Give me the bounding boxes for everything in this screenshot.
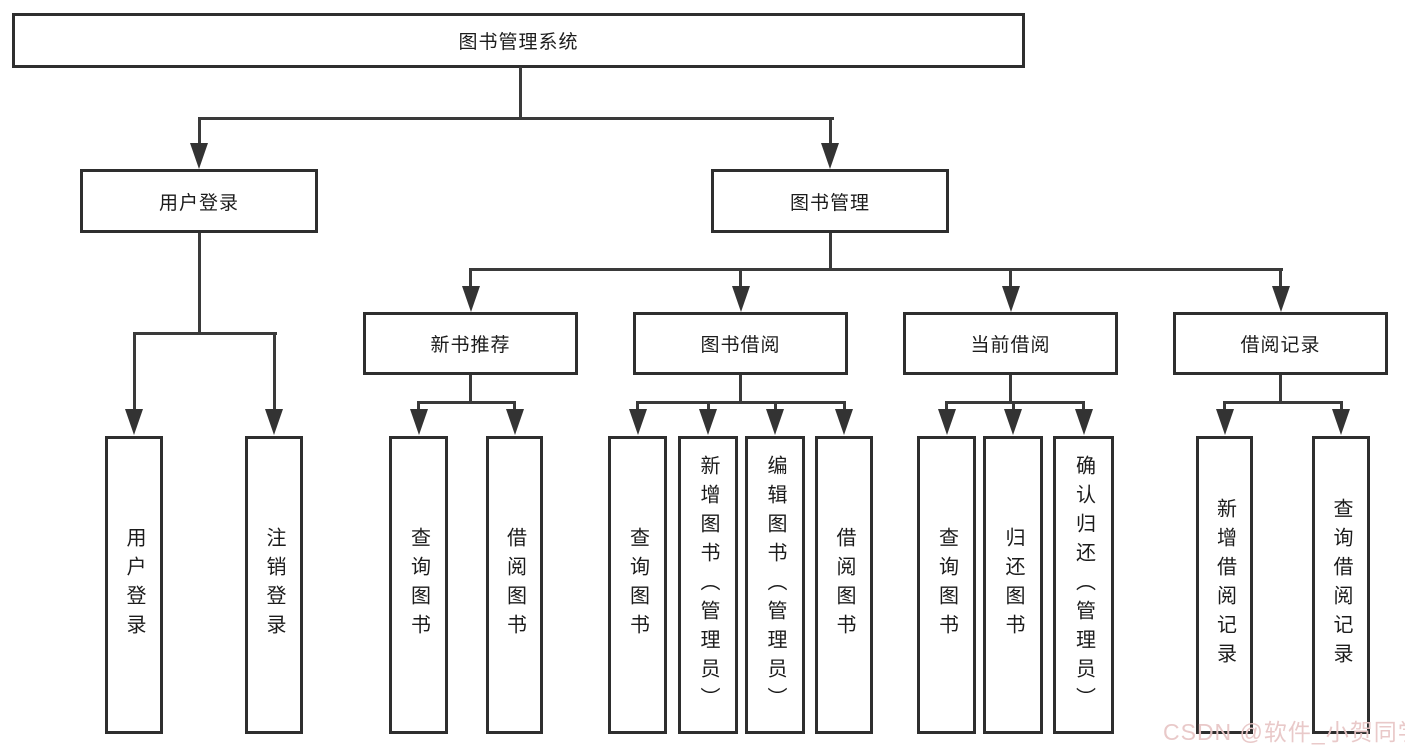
arrowhead-new-book-recommend [462, 286, 480, 312]
connector-current-stub-1 [945, 401, 948, 413]
arrowhead-borrowing-records [1272, 286, 1290, 312]
arrowhead-current-return [1004, 409, 1022, 435]
connector-newbooks-stem [469, 375, 472, 404]
arrowhead-records-query [1332, 409, 1350, 435]
arrowhead-user-login [190, 143, 208, 169]
connector-root-hline [198, 117, 834, 120]
arrowhead-leaf-logout [265, 409, 283, 435]
leaf-current-confirm-return-admin: 确认归还（管理员） [1053, 436, 1114, 734]
connector-current-hline [945, 401, 1085, 404]
leaf-logout-login-label: 注销登录 [263, 527, 285, 643]
leaf-borrow-add-books-admin: 新增图书（管理员） [678, 436, 738, 734]
arrowhead-borrow-borrow [835, 409, 853, 435]
arrowhead-leaf-user-login [125, 409, 143, 435]
arrowhead-current-borrowing [1002, 286, 1020, 312]
leaf-user-login-label: 用户登录 [123, 527, 145, 643]
node-book-management-system: 图书管理系统 [12, 13, 1025, 68]
connector-borrow-stub-1 [636, 401, 639, 413]
leaf-records-add-record: 新增借阅记录 [1196, 436, 1253, 734]
leaf-newbooks-query-books-label: 查询图书 [407, 527, 430, 643]
connector-borrow-stub-4 [843, 401, 846, 413]
node-new-book-recommend-label: 新书推荐 [430, 335, 511, 356]
arrowhead-borrow-edit [766, 409, 784, 435]
node-current-borrowing-label: 当前借阅 [970, 335, 1051, 356]
node-current-borrowing: 当前借阅 [903, 312, 1118, 375]
node-user-login-label: 用户登录 [158, 192, 239, 214]
node-new-book-recommend: 新书推荐 [363, 312, 578, 375]
connector-current-stem [1009, 375, 1012, 404]
connector-records-hline [1223, 401, 1343, 404]
leaf-records-query-record-label: 查询借阅记录 [1330, 498, 1352, 672]
connector-borrow-stub-2 [707, 401, 710, 413]
node-book-borrowing: 图书借阅 [633, 312, 848, 375]
leaf-current-query-books-label: 查询图书 [935, 527, 958, 643]
leaf-logout-login: 注销登录 [245, 436, 303, 734]
connector-borrow-stem [739, 375, 742, 404]
leaf-borrow-borrow-books: 借阅图书 [815, 436, 873, 734]
connector-borrow-hline [636, 401, 846, 404]
leaf-borrow-edit-books-admin: 编辑图书（管理员） [745, 436, 805, 734]
leaf-borrow-add-books-admin-label: 新增图书（管理员） [697, 454, 719, 716]
leaf-current-return-books-label: 归还图书 [1002, 527, 1024, 643]
connector-root-stub-right [829, 117, 832, 145]
arrowhead-current-query [938, 409, 956, 435]
arrowhead-newbooks-query [410, 409, 428, 435]
connector-userlogin-hline [133, 332, 277, 335]
node-book-borrowing-label: 图书借阅 [700, 335, 781, 356]
connector-root-stem [519, 67, 522, 119]
connector-newbooks-stub-1 [417, 401, 420, 413]
leaf-borrow-query-books-label: 查询图书 [626, 527, 649, 643]
arrowhead-newbooks-borrow [506, 409, 524, 435]
leaf-newbooks-query-books: 查询图书 [389, 436, 448, 734]
connector-userlogin-stub-left [133, 332, 136, 412]
connector-bookmgmt-stub-3 [1009, 268, 1012, 288]
leaf-records-add-record-label: 新增借阅记录 [1213, 498, 1236, 672]
leaf-newbooks-borrow-books: 借阅图书 [486, 436, 543, 734]
leaf-borrow-borrow-books-label: 借阅图书 [833, 527, 855, 643]
leaf-records-query-record: 查询借阅记录 [1312, 436, 1370, 734]
arrowhead-borrow-query [629, 409, 647, 435]
connector-records-stub-2 [1340, 401, 1343, 413]
node-book-management: 图书管理 [711, 169, 949, 233]
connector-newbooks-hline [417, 401, 516, 404]
connector-bookmgmt-hline [469, 268, 1283, 271]
connector-root-stub-left [198, 117, 201, 145]
connector-current-stub-3 [1082, 401, 1085, 413]
connector-bookmgmt-stub-1 [469, 268, 472, 288]
node-book-management-label: 图书管理 [789, 192, 870, 214]
leaf-newbooks-borrow-books-label: 借阅图书 [503, 527, 526, 643]
node-borrowing-records: 借阅记录 [1173, 312, 1388, 375]
node-book-management-system-label: 图书管理系统 [458, 32, 579, 53]
arrowhead-borrow-add [699, 409, 717, 435]
csdn-watermark: CSDN @软件_小贺同学 [1163, 719, 1405, 745]
arrowhead-book-management [821, 143, 839, 169]
leaf-current-return-books: 归还图书 [983, 436, 1043, 734]
connector-bookmgmt-stub-4 [1279, 268, 1282, 288]
connector-records-stem [1279, 375, 1282, 404]
connector-bookmgmt-stem [829, 233, 832, 271]
leaf-borrow-query-books: 查询图书 [608, 436, 667, 734]
node-borrowing-records-label: 借阅记录 [1240, 335, 1321, 356]
connector-newbooks-stub-2 [513, 401, 516, 413]
connector-userlogin-stem [198, 233, 201, 335]
leaf-current-query-books: 查询图书 [917, 436, 976, 734]
leaf-user-login: 用户登录 [105, 436, 163, 734]
connector-bookmgmt-stub-2 [739, 268, 742, 288]
node-user-login: 用户登录 [80, 169, 318, 233]
connector-records-stub-1 [1223, 401, 1226, 413]
leaf-borrow-edit-books-admin-label: 编辑图书（管理员） [764, 454, 786, 716]
arrowhead-book-borrowing [732, 286, 750, 312]
leaf-current-confirm-return-admin-label: 确认归还（管理员） [1072, 454, 1095, 716]
arrowhead-current-confirm [1075, 409, 1093, 435]
connector-userlogin-stub-right [273, 332, 276, 412]
connector-borrow-stub-3 [774, 401, 777, 413]
connector-current-stub-2 [1012, 401, 1015, 413]
arrowhead-records-add [1216, 409, 1234, 435]
